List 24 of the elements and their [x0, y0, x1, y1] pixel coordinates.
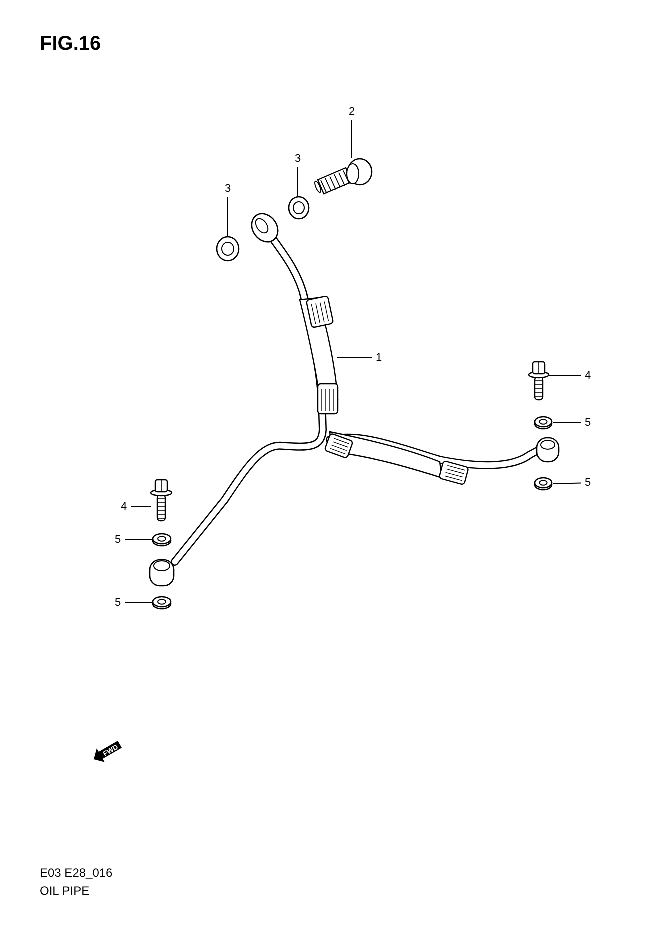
washer-drawing [152, 533, 172, 547]
figure-caption: OIL PIPE [40, 884, 90, 898]
callout-number: 2 [347, 106, 357, 118]
bolt-drawing [150, 478, 173, 523]
washer-drawing [534, 416, 553, 430]
leader-line [130, 506, 152, 508]
callout-number: 4 [583, 370, 593, 382]
figure-title: FIG.16 [40, 33, 102, 56]
callout-number: 5 [113, 534, 123, 546]
callout-number: 3 [223, 183, 233, 195]
callout-number: 5 [583, 477, 593, 489]
callout-number: 4 [119, 501, 129, 513]
callout-number: 5 [583, 417, 593, 429]
washer-drawing [288, 196, 310, 220]
part-code: E03 E28_016 [40, 866, 113, 880]
leader-line [552, 482, 582, 484]
callout-number: 1 [374, 352, 384, 364]
callout-number: 3 [293, 153, 303, 165]
leader-line [552, 422, 582, 424]
leader-line [124, 602, 152, 604]
callout-number: 5 [113, 597, 123, 609]
washer-drawing [152, 596, 172, 610]
bolt-drawing [528, 360, 550, 402]
washer-drawing [534, 477, 553, 491]
